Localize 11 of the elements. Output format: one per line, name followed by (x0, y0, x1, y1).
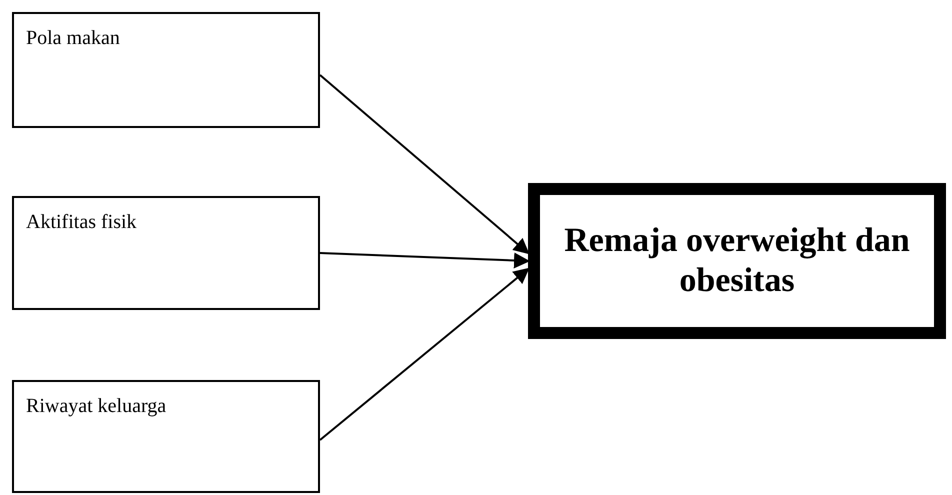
factor-label: Riwayat keluarga (26, 395, 166, 417)
arrow (319, 74, 530, 254)
factor-label: Pola makan (26, 27, 120, 49)
outcome-label: Remaja overweight dan obesitas (563, 221, 911, 301)
factor-box (12, 196, 320, 310)
factor-label: Aktifitas fisik (26, 211, 137, 233)
factor-box (12, 12, 320, 128)
arrow (320, 252, 530, 268)
arrow (319, 268, 530, 441)
outcome-box (528, 183, 946, 339)
factor-box (12, 380, 320, 493)
